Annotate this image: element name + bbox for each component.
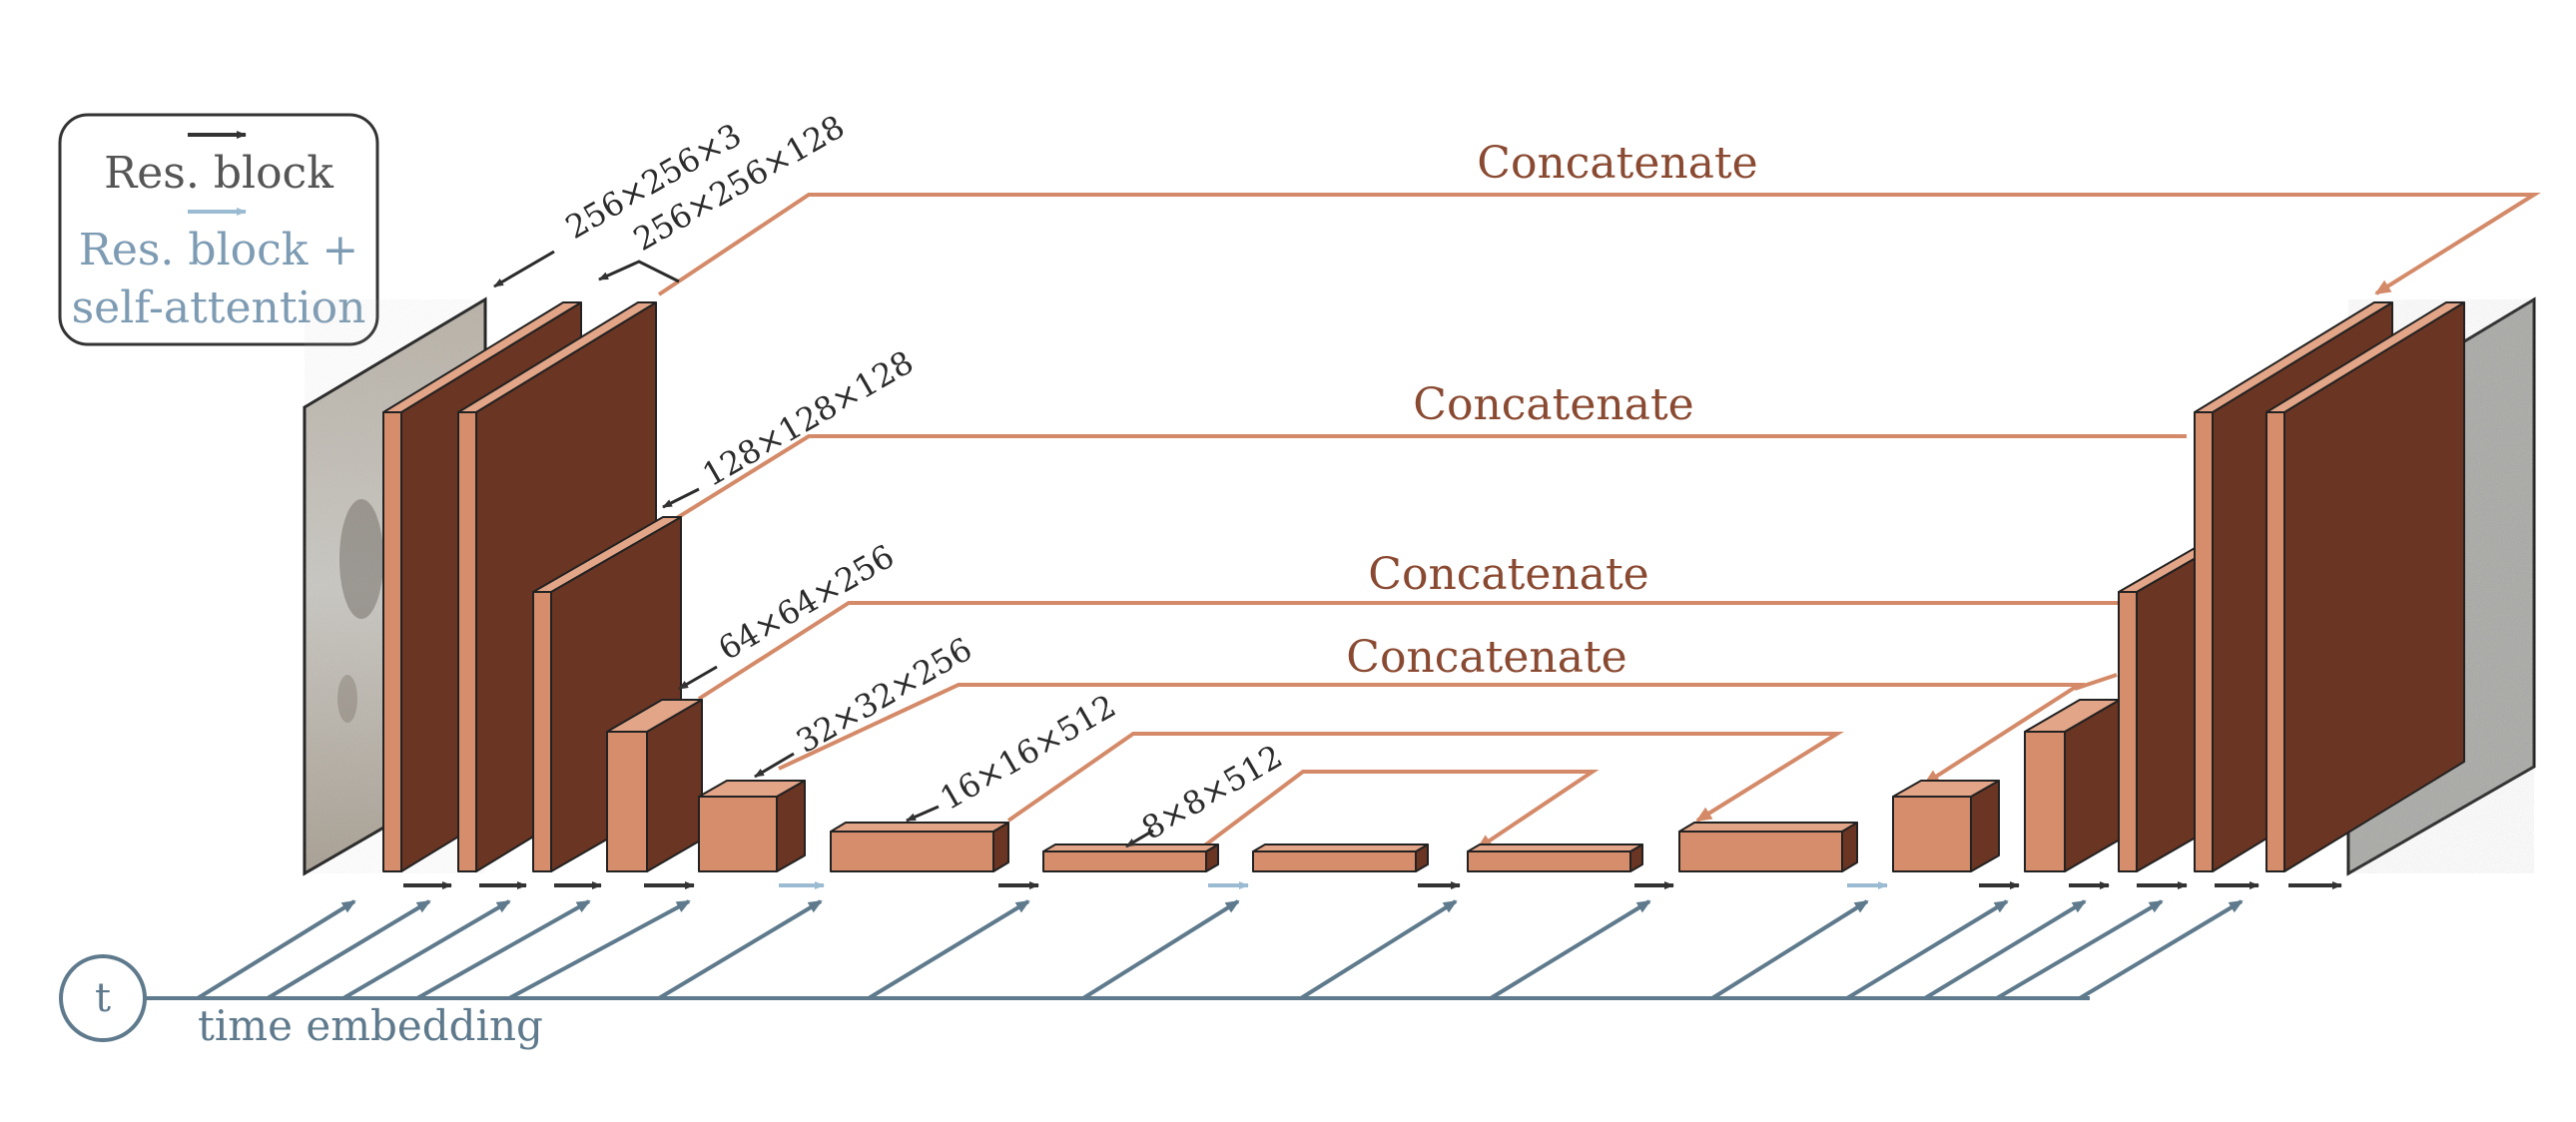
skip-line-3 bbox=[697, 601, 2127, 701]
time-diagonal-8 bbox=[1081, 899, 1240, 1000]
skip-line-4 bbox=[778, 683, 2086, 786]
time-diagonal-6 bbox=[657, 899, 823, 1000]
time-diagonal-11 bbox=[1710, 899, 1869, 1000]
dim-label-3: 128×128×128 bbox=[696, 343, 920, 494]
dim-arrow-6 bbox=[906, 805, 940, 823]
time-diagonal-13 bbox=[1923, 899, 2087, 1000]
dimension-arrows bbox=[493, 250, 1154, 848]
concatenate-label-3: Concatenate bbox=[1368, 549, 1648, 600]
time-embedding-label: time embedding bbox=[198, 1001, 543, 1050]
feature-block-4 bbox=[606, 699, 703, 872]
dim-label-6: 16×16×512 bbox=[934, 687, 1122, 818]
time-diagonal-14 bbox=[1995, 899, 2164, 1000]
concatenate-label-1: Concatenate bbox=[1477, 138, 1757, 189]
t-symbol: t bbox=[95, 975, 111, 1021]
time-diagonal-15 bbox=[2078, 899, 2244, 1000]
block-top bbox=[1467, 843, 1643, 852]
block-top bbox=[1252, 843, 1429, 852]
dim-arrow-7 bbox=[1125, 829, 1154, 848]
dim-arrow-3 bbox=[662, 487, 700, 509]
concatenate-label-2: Concatenate bbox=[1413, 379, 1693, 430]
dim-arrow-1 bbox=[493, 250, 555, 288]
feature-block-7 bbox=[1042, 843, 1219, 872]
t-circle bbox=[59, 954, 147, 1042]
skip-line-7 bbox=[2074, 673, 2118, 691]
time-diagonal-5 bbox=[508, 899, 691, 1000]
concatenate-label-4: Concatenate bbox=[1346, 632, 1626, 683]
feature-block-6 bbox=[830, 822, 1009, 872]
legend-box bbox=[58, 113, 379, 346]
time-diagonal-10 bbox=[1489, 899, 1651, 1000]
time-diagonals bbox=[196, 899, 2244, 1000]
block-front bbox=[532, 591, 552, 872]
feature-block-5 bbox=[698, 780, 806, 872]
feature-block-9 bbox=[1467, 843, 1643, 872]
skip-line-2 bbox=[657, 434, 2187, 531]
skip-line-1 bbox=[657, 193, 2541, 296]
skip-line-6 bbox=[1196, 770, 1600, 852]
block-front bbox=[2118, 591, 2138, 872]
skip-line-5 bbox=[1006, 732, 1845, 823]
blocks bbox=[382, 301, 2465, 872]
block-front bbox=[457, 411, 477, 872]
block-front bbox=[1678, 831, 1843, 872]
dim-arrow-2 bbox=[598, 260, 680, 283]
time-diagonal-1 bbox=[196, 899, 356, 1000]
time-diagonal-3 bbox=[341, 899, 511, 1000]
legend-res-attention-line2: self-attention bbox=[72, 282, 366, 333]
block-top bbox=[1678, 822, 1858, 833]
feature-block-8 bbox=[1252, 843, 1429, 872]
time-diagonal-4 bbox=[416, 899, 591, 1000]
block-front bbox=[2265, 411, 2285, 872]
block-front bbox=[382, 411, 402, 872]
block-front bbox=[698, 796, 778, 872]
legend: Res. block Res. block + self-attention bbox=[58, 113, 379, 346]
dim-label-7: 8×8×512 bbox=[1135, 737, 1289, 847]
block-front bbox=[606, 731, 648, 872]
dim-arrow-5 bbox=[754, 752, 795, 779]
block-front bbox=[1892, 796, 1972, 872]
legend-res-attention-line1: Res. block + bbox=[79, 225, 359, 276]
block-front bbox=[1042, 850, 1207, 872]
time-diagonal-9 bbox=[1299, 899, 1458, 1000]
feature-block-15 bbox=[2265, 301, 2465, 872]
time-diagonal-7 bbox=[867, 899, 1030, 1000]
feature-block-11 bbox=[1892, 780, 2000, 872]
time-embedding: t time embedding bbox=[59, 899, 2244, 1050]
time-diagonal-12 bbox=[1845, 899, 2009, 1000]
block-front bbox=[830, 831, 994, 872]
feature-block-12 bbox=[2024, 699, 2121, 872]
legend-res-block: Res. block bbox=[104, 148, 333, 199]
dim-label-5: 32×32×256 bbox=[790, 630, 978, 761]
block-front bbox=[2194, 411, 2214, 872]
block-front bbox=[1252, 850, 1417, 872]
feature-block-10 bbox=[1678, 822, 1858, 872]
skip-connections bbox=[657, 193, 2541, 852]
dim-arrow-4 bbox=[678, 665, 718, 691]
block-front bbox=[1467, 850, 1631, 872]
time-diagonal-2 bbox=[266, 899, 431, 1000]
block-front bbox=[2024, 731, 2066, 872]
block-top bbox=[830, 822, 1009, 833]
